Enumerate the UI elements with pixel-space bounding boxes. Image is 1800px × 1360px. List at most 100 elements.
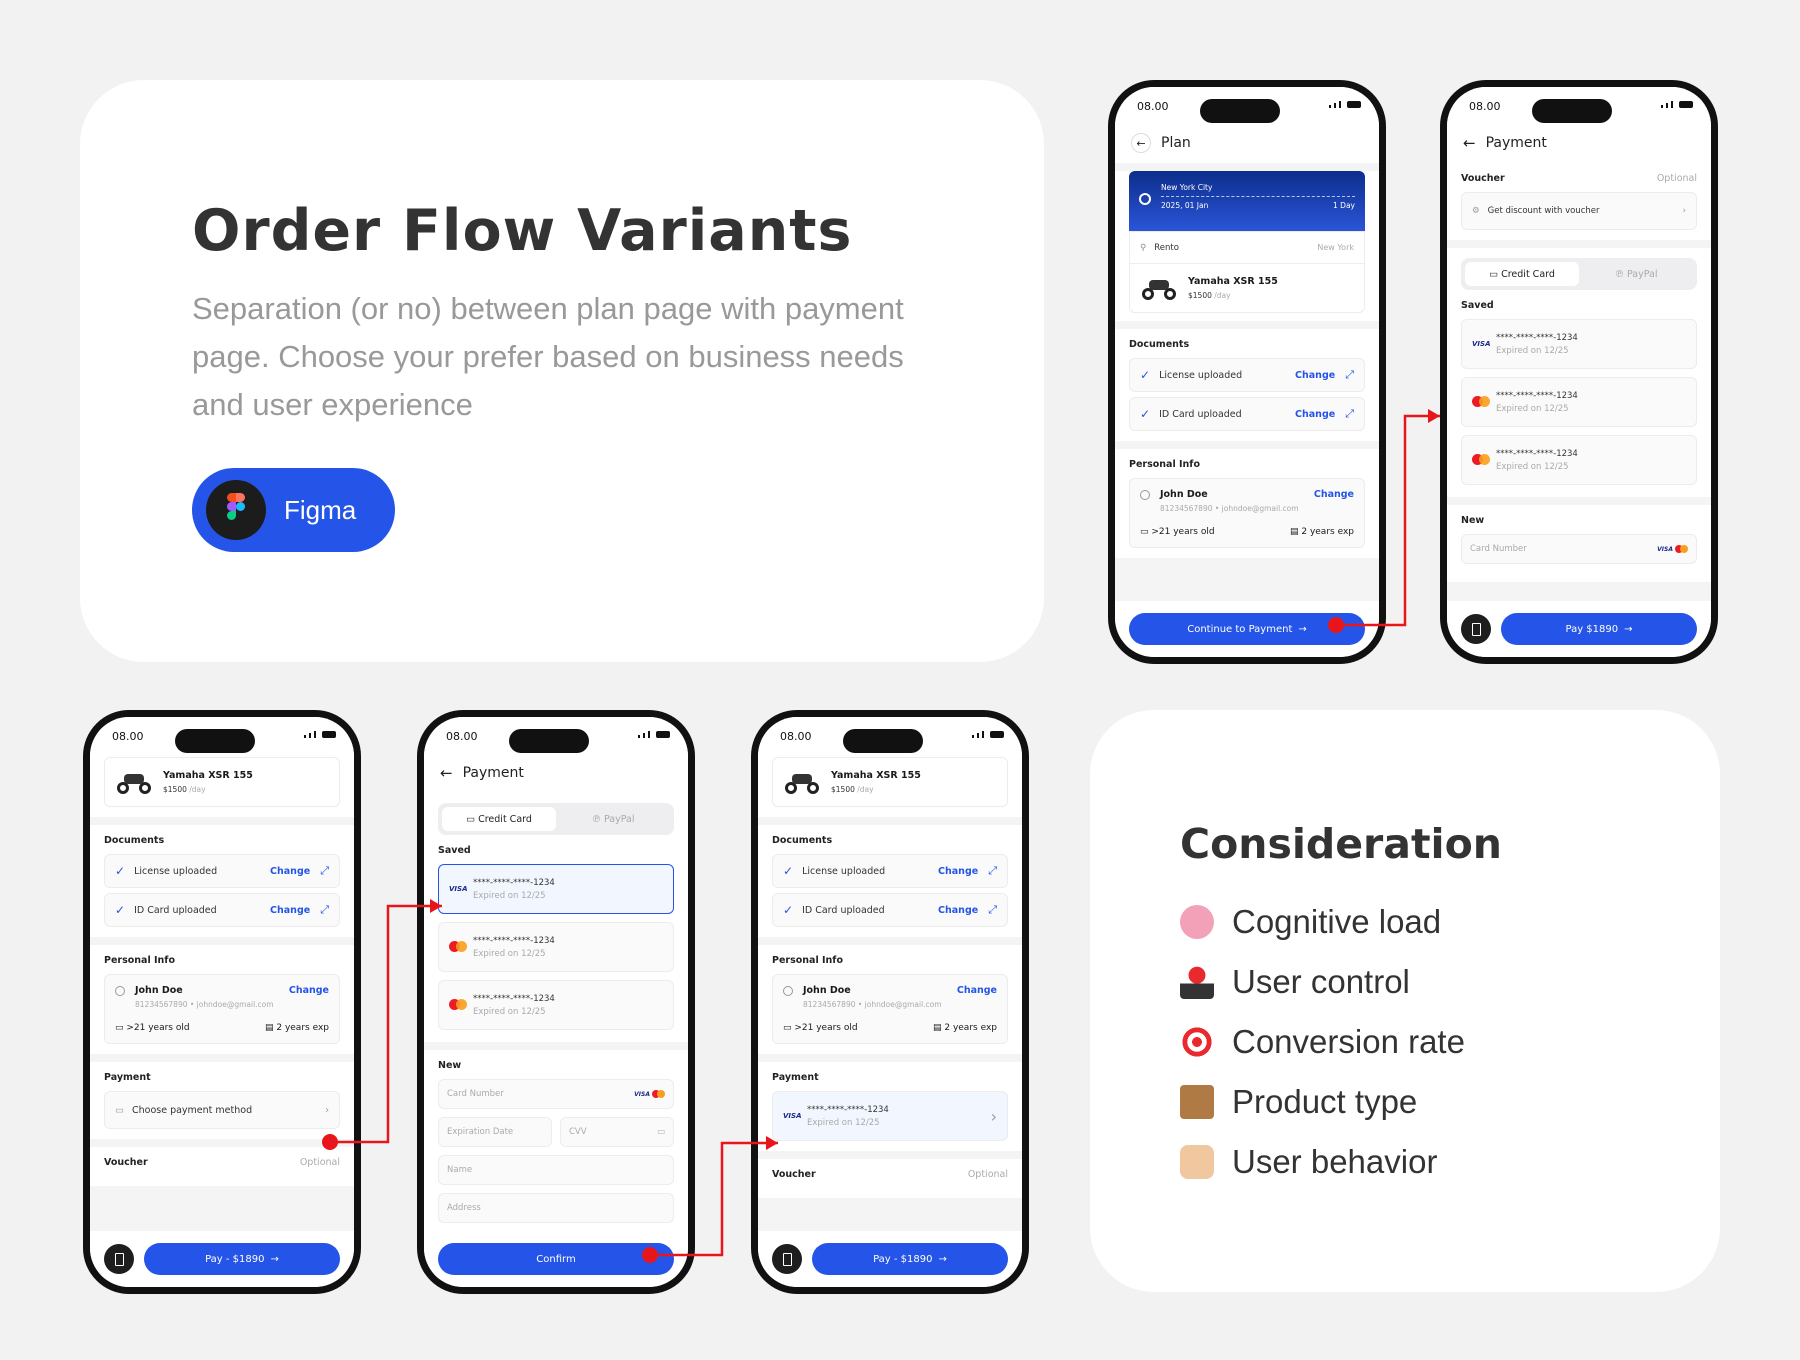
change-id-button[interactable]: Change bbox=[270, 904, 311, 916]
chevron-right-icon: › bbox=[990, 1106, 997, 1126]
continue-to-payment-button[interactable]: Continue to Payment→ bbox=[1129, 613, 1365, 645]
change-license-button[interactable]: Change bbox=[938, 865, 979, 877]
trip-summary: New York City 2025, 01 Jan 1 Day bbox=[1129, 171, 1365, 231]
tab-paypal[interactable]: ℗ PayPal bbox=[591, 813, 635, 825]
phone-plan: 08.00 ← Plan New York City 2025, 01 Jan … bbox=[1108, 80, 1386, 664]
confirm-button[interactable]: Confirm bbox=[438, 1243, 674, 1275]
change-id-button[interactable]: Change bbox=[1295, 408, 1336, 420]
flow-dot bbox=[642, 1247, 658, 1263]
check-icon: ✓ bbox=[115, 903, 126, 917]
voucher-input[interactable]: Get discount with voucher bbox=[1487, 206, 1600, 216]
joystick-icon bbox=[1180, 965, 1214, 999]
calendar-icon: ▭ >21 years old bbox=[1140, 527, 1215, 537]
consideration-list: Cognitive load User control Conversion r… bbox=[1180, 892, 1465, 1192]
credit-card-icon: ▭ bbox=[115, 1104, 124, 1116]
package-icon bbox=[1180, 1085, 1214, 1119]
user-icon bbox=[1140, 489, 1150, 500]
payment-header: ←Payment bbox=[1447, 123, 1711, 163]
expand-icon[interactable]: ⤢ bbox=[988, 864, 997, 877]
change-personal-button[interactable]: Change bbox=[1313, 489, 1354, 500]
check-icon: ✓ bbox=[115, 864, 126, 878]
figma-button[interactable]: Figma bbox=[192, 468, 395, 552]
signal-wifi-battery-icon bbox=[638, 731, 670, 738]
back-arrow-icon[interactable]: ← bbox=[1131, 133, 1151, 153]
chevron-right-icon: › bbox=[325, 1104, 329, 1116]
back-arrow-icon[interactable]: ← bbox=[440, 764, 453, 782]
pay-button[interactable]: Pay - $1890→ bbox=[812, 1243, 1008, 1275]
payment-method-section: ▭ Credit Card℗ PayPal Saved VISA****-***… bbox=[1447, 248, 1711, 497]
receipt-icon[interactable] bbox=[104, 1244, 134, 1274]
visa-logo-icon: VISA bbox=[783, 1112, 802, 1120]
consideration-item: User control bbox=[1180, 952, 1465, 1012]
consideration-card: Consideration Cognitive load User contro… bbox=[1090, 710, 1720, 1292]
brain-icon bbox=[1180, 905, 1214, 939]
expand-icon[interactable]: ⤢ bbox=[320, 903, 329, 916]
motorcycle-image bbox=[1140, 274, 1178, 302]
pay-button[interactable]: Pay - $1890→ bbox=[144, 1243, 340, 1275]
pay-button[interactable]: Pay $1890→ bbox=[1501, 613, 1697, 645]
tab-credit-card[interactable]: ▭ Credit Card bbox=[1465, 262, 1579, 286]
thumbs-up-icon bbox=[1180, 1145, 1214, 1179]
expand-icon[interactable]: ⤢ bbox=[1345, 407, 1354, 420]
mastercard-logo-icon bbox=[1472, 454, 1496, 466]
tab-paypal[interactable]: ℗ PayPal bbox=[1614, 268, 1658, 280]
motorcycle-image bbox=[783, 768, 821, 796]
page-title: Order Flow Variants bbox=[192, 198, 853, 264]
change-personal-button[interactable]: Change bbox=[956, 985, 997, 996]
consideration-item: Product type bbox=[1180, 1072, 1465, 1132]
receipt-icon[interactable] bbox=[1461, 614, 1491, 644]
receipt-icon[interactable] bbox=[772, 1244, 802, 1274]
flow-arrow-plan-to-payment bbox=[1340, 414, 1440, 627]
mastercard-logo-icon bbox=[449, 941, 473, 953]
choose-payment-method[interactable]: Choose payment method bbox=[131, 1104, 253, 1116]
cvv-input[interactable]: CVV▭ bbox=[560, 1117, 674, 1147]
change-id-button[interactable]: Change bbox=[938, 904, 979, 916]
vehicle-card: Yamaha XSR 155$1500 /day bbox=[104, 757, 340, 807]
flow-arrowhead bbox=[766, 1136, 778, 1150]
tab-credit-card[interactable]: ▭ Credit Card bbox=[442, 807, 556, 831]
motorcycle-image bbox=[115, 768, 153, 796]
check-icon: ✓ bbox=[783, 864, 794, 878]
consideration-title: Consideration bbox=[1180, 820, 1502, 868]
address-input[interactable]: Address bbox=[438, 1193, 674, 1223]
name-input[interactable]: Name bbox=[438, 1155, 674, 1185]
back-arrow-icon[interactable]: ← bbox=[1463, 134, 1476, 152]
change-license-button[interactable]: Change bbox=[270, 865, 311, 877]
expand-icon[interactable]: ⤢ bbox=[988, 903, 997, 916]
arrow-right-icon: → bbox=[270, 1253, 279, 1265]
status-bar: 08.00 bbox=[1115, 87, 1379, 123]
vehicle-card: Yamaha XSR 155 $1500 /day bbox=[1130, 264, 1364, 312]
signal-wifi-battery-icon bbox=[1329, 101, 1361, 108]
mastercard-logo-icon bbox=[1472, 396, 1496, 408]
user-icon bbox=[115, 985, 125, 996]
calendar-icon: ▭ >21 years old bbox=[783, 1023, 858, 1033]
payment-header: ←Payment bbox=[424, 753, 688, 793]
change-personal-button[interactable]: Change bbox=[288, 985, 329, 996]
signal-wifi-battery-icon bbox=[304, 731, 336, 738]
credit-card-icon: ▭ bbox=[1489, 268, 1499, 280]
change-license-button[interactable]: Change bbox=[1295, 369, 1336, 381]
consideration-item: User behavior bbox=[1180, 1132, 1465, 1192]
expiration-input[interactable]: Expiration Date bbox=[438, 1117, 552, 1147]
expand-icon[interactable]: ⤢ bbox=[320, 864, 329, 877]
flow-arrowhead bbox=[430, 899, 442, 913]
expand-icon[interactable]: ⤢ bbox=[1345, 368, 1354, 381]
arrow-right-icon: → bbox=[938, 1253, 947, 1265]
id-card-icon: ▤ 2 years exp bbox=[1289, 527, 1354, 537]
